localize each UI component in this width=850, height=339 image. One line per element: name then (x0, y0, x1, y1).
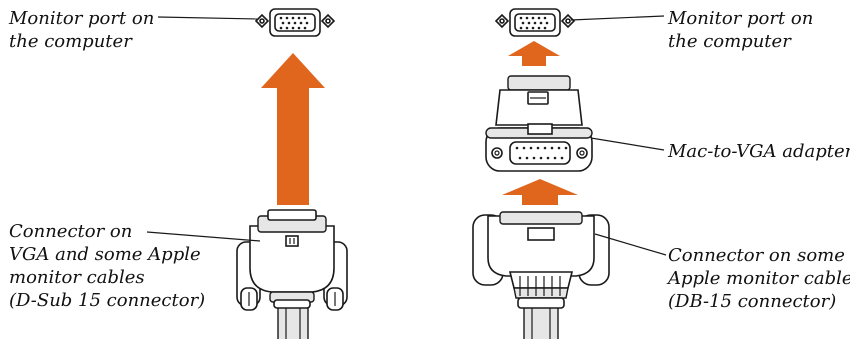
adapter-label: Mac-to-VGA adapter (668, 140, 850, 163)
label-line: (D-Sub 15 connector) (9, 290, 206, 311)
left-monitor-port-icon (254, 8, 336, 37)
label-line: the computer (668, 31, 791, 52)
label-line: Monitor port on (9, 8, 155, 29)
left-insert-arrow (261, 53, 325, 205)
right-monitor-port-label: Monitor port on the computer (668, 7, 813, 53)
label-line: Apple monitor cables (668, 268, 850, 289)
right-monitor-port-icon (494, 8, 576, 37)
label-line: Monitor port on (668, 8, 814, 29)
label-line: Connector on (9, 221, 133, 242)
label-line: Connector on some (668, 245, 845, 266)
label-line: Mac-to-VGA adapter (668, 141, 850, 162)
label-line: (DB-15 connector) (668, 291, 837, 312)
label-line: VGA and some Apple (9, 244, 201, 265)
left-port-leader-line (157, 16, 259, 20)
right-db15-connector-icon (472, 211, 610, 339)
right-adapter-leader-line (590, 137, 665, 151)
right-connector-label: Connector on some Apple monitor cables (… (668, 244, 850, 313)
label-line: monitor cables (9, 267, 145, 288)
left-vga-connector-icon (236, 209, 348, 339)
left-monitor-port-label: Monitor port on the computer (9, 7, 154, 53)
right-port-leader-line (570, 15, 665, 21)
left-connector-leader-line (146, 231, 261, 242)
right-lower-insert-arrow (502, 179, 578, 205)
right-connector-leader-line (594, 233, 667, 256)
mac-to-vga-adapter-icon (485, 75, 593, 172)
label-line: the computer (9, 31, 132, 52)
left-connector-label: Connector on VGA and some Apple monitor … (9, 220, 205, 312)
right-upper-insert-arrow (508, 41, 560, 66)
